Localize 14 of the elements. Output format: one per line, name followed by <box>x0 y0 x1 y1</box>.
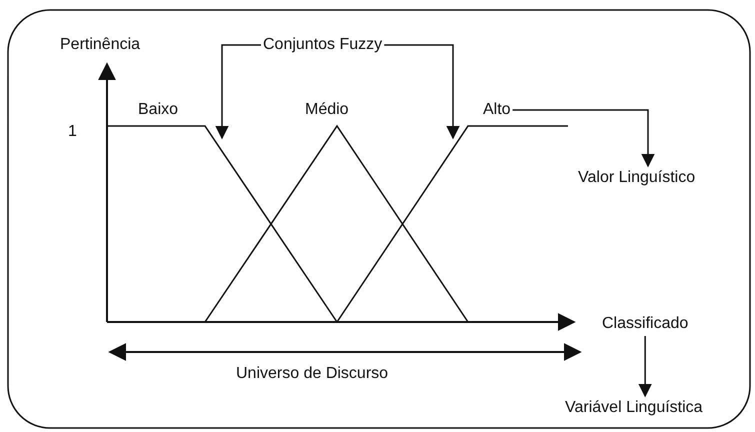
tick-label: 1 <box>68 122 77 142</box>
curve-label: Baixo <box>138 100 178 120</box>
axis-label: Pertinência <box>60 35 140 55</box>
curve-label: Médio <box>305 100 349 120</box>
callout-text: Conjuntos Fuzzy <box>263 35 382 55</box>
callout-text: Valor Linguístico <box>578 168 696 188</box>
arrow <box>638 336 652 398</box>
leader-line <box>215 44 261 140</box>
callout-text: Classificado <box>602 314 688 334</box>
leader-line <box>384 44 460 140</box>
callout-text: Alto <box>483 100 511 120</box>
range-label: Universo de Discurso <box>236 364 388 384</box>
arrow <box>512 109 655 168</box>
callout-text: Variável Linguística <box>565 398 703 418</box>
